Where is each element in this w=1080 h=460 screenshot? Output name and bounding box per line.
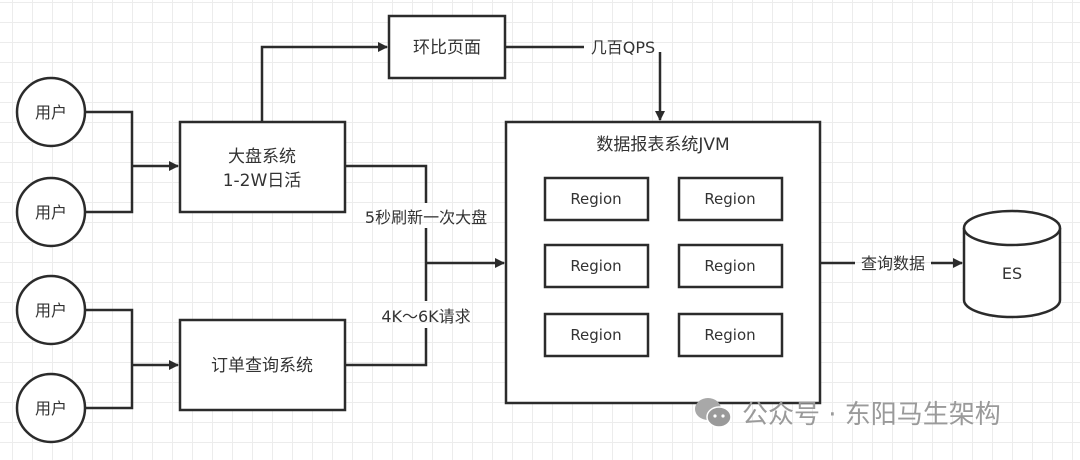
query-label: 查询数据 [861, 254, 925, 273]
user-node-1 [15, 76, 87, 148]
es-cylinder [962, 228, 1062, 319]
region-box [543, 312, 650, 358]
order-query-box [178, 318, 347, 412]
qps-label: 几百QPS [591, 38, 655, 57]
edge-user3-order [86, 308, 134, 410]
order-label: 订单查询系统 [211, 356, 313, 376]
edge-order-right [345, 328, 428, 367]
region-box [543, 243, 650, 289]
es-cylinder-top [962, 209, 1062, 247]
region-label: Region [704, 326, 755, 344]
region-label: Region [704, 190, 755, 208]
watermark-text: 公众号 · 东阳马生架构 [742, 400, 1001, 430]
es-label: ES [1002, 264, 1022, 283]
edge-dapan-huanbi [260, 42, 388, 122]
edge-user1-dapan [86, 110, 134, 214]
user-node-2 [15, 176, 87, 248]
dapan-system-box [178, 120, 347, 214]
user-label: 用户 [35, 103, 67, 122]
user-node-4 [15, 372, 87, 444]
region-box [677, 176, 784, 222]
dapan-title: 大盘系统 [228, 147, 296, 167]
huanbi-label: 环比页面 [413, 38, 481, 58]
huanbi-page-box [387, 14, 507, 80]
jvm-title: 数据报表系统JVM [596, 135, 729, 155]
region-label: Region [570, 190, 621, 208]
region-box [543, 176, 650, 222]
wechat-icon [695, 397, 732, 428]
watermark: 公众号 · 东阳马生架构 [694, 394, 1001, 431]
region-box [677, 243, 784, 289]
region-box [677, 312, 784, 358]
dapan-dau: 1-2W日活 [223, 171, 302, 191]
region-label: Region [570, 257, 621, 275]
user-label: 用户 [35, 399, 67, 418]
edge-dapan-right [345, 164, 428, 203]
region-label: Region [570, 326, 621, 344]
user-node-3 [15, 274, 87, 346]
refresh-label: 5秒刷新一次大盘 [365, 208, 487, 227]
region-label: Region [704, 257, 755, 275]
user-label: 用户 [35, 203, 67, 222]
user-label: 用户 [35, 301, 67, 320]
requests-label: 4K～6K请求 [381, 307, 470, 326]
